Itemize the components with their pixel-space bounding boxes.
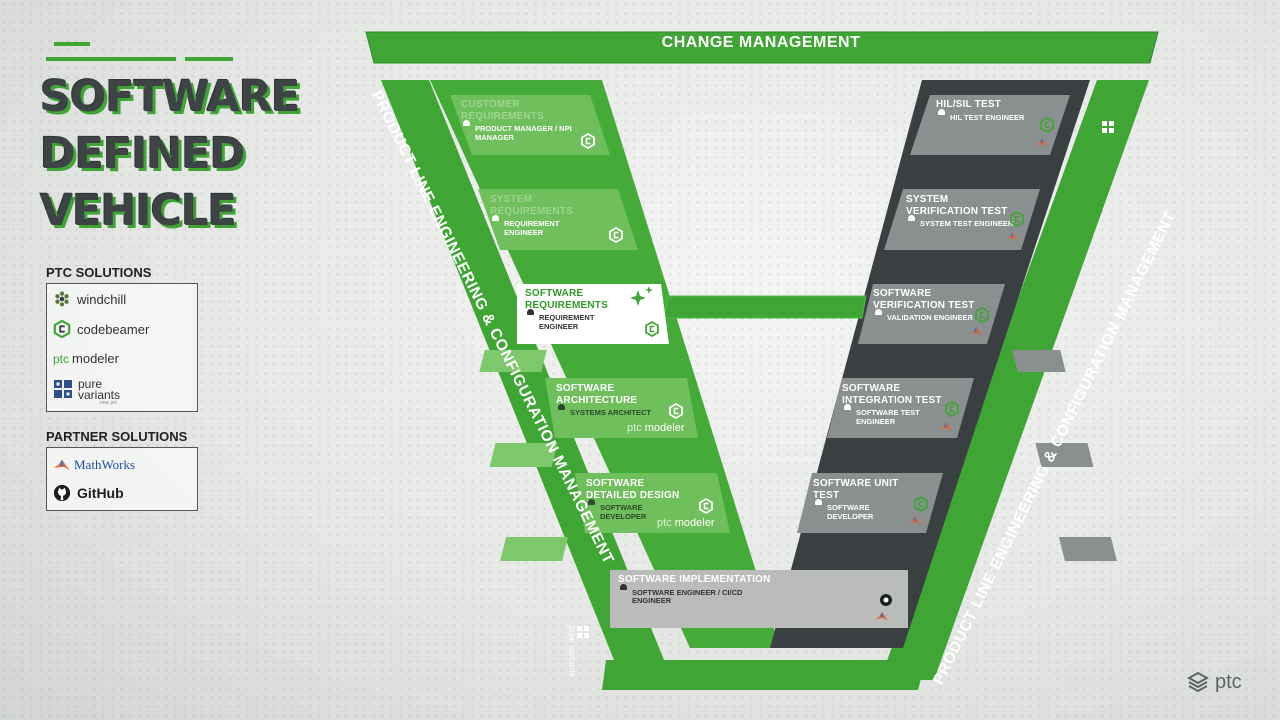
step-software-detailed-design: SOFTWARE DETAILED DESIGN SOFTWARE DEVELO… — [586, 478, 686, 521]
step-name: SOFTWARE UNIT TEST — [813, 478, 899, 501]
step-name: SOFTWARE ARCHITECTURE — [556, 383, 638, 406]
page-title-line-3: VEHICLE — [40, 186, 237, 236]
github-logo: GitHub — [53, 484, 124, 502]
step-role: SYSTEM TEST ENGINEER — [906, 215, 1016, 229]
step-software-implementation: SOFTWARE IMPLEMENTATION SOFTWARE ENGINEE… — [618, 574, 778, 606]
step-role: SOFTWARE ENGINEER / CI/CD ENGINEER — [618, 583, 778, 606]
step-name: SOFTWARE INTEGRATION TEST — [842, 383, 942, 406]
left-connector — [489, 443, 558, 467]
step-box-software-integration-test — [827, 378, 974, 438]
step-software-requirements: SOFTWARE REQUIREMENTS REQUIREMENT ENGINE… — [525, 288, 625, 331]
ptc-solutions-panel: windchill codebeamer ptc modeler pure va… — [46, 283, 198, 412]
page-title-line-2: DEFINED — [40, 129, 245, 179]
ptc-brand-label: ptc — [1215, 670, 1242, 693]
connector-bar — [663, 295, 867, 319]
step-box-system-verification-test — [884, 189, 1040, 250]
title-accent-line — [54, 42, 90, 46]
pure-label: pure — [78, 377, 103, 391]
step-name: CUSTOMER REQUIREMENTS — [461, 99, 544, 122]
right-connector — [1058, 537, 1117, 561]
pure-variants-icon — [54, 380, 72, 398]
mathworks-logo: MathWorks — [53, 456, 135, 474]
modeler-label: modeler — [72, 351, 119, 366]
step-box-hil-sil-test — [910, 95, 1070, 155]
step-software-verification-test: SOFTWARE VERIFICATION TEST VALIDATION EN… — [873, 288, 978, 323]
page-title-line-1: SOFTWARE — [40, 72, 300, 122]
step-software-architecture: SOFTWARE ARCHITECTURE SYSTEMS ARCHITECT — [556, 383, 656, 418]
step-name: SOFTWARE DETAILED DESIGN — [586, 478, 680, 501]
github-label: GitHub — [77, 485, 124, 501]
partner-solutions-panel: MathWorks GitHub — [46, 447, 198, 511]
step-role: HIL TEST ENGINEER — [936, 108, 1036, 123]
step-box-software-detailed-design — [575, 473, 730, 533]
now-ptc-tag: now ptc — [100, 399, 118, 406]
ptc-icon — [1186, 671, 1210, 693]
step-name: HIL/SIL TEST — [936, 99, 1001, 110]
ptc-modeler-tool-label: ptc modeler — [627, 422, 685, 434]
pure-variants-band-label: pure variants — [567, 625, 577, 678]
change-management-bar — [365, 31, 1159, 64]
step-box-software-implementation — [610, 570, 908, 628]
partner-solutions-heading: PARTNER SOLUTIONS — [46, 429, 188, 444]
variants-label: variants — [78, 387, 121, 402]
product-line-band-right — [880, 80, 1149, 680]
codebeamer-logo: codebeamer — [53, 320, 149, 338]
pure-variants-logo: pure variants now ptc — [53, 377, 121, 406]
step-role: SOFTWARE TEST ENGINEER — [842, 403, 947, 426]
step-box-system-requirements — [478, 189, 638, 250]
step-name: SYSTEM VERIFICATION TEST — [906, 194, 1008, 217]
left-connector — [500, 537, 569, 561]
step-role: SOFTWARE DEVELOPER — [813, 498, 913, 521]
step-software-unit-test: SOFTWARE UNIT TEST SOFTWARE DEVELOPER — [813, 478, 913, 521]
title-accent-line — [185, 57, 233, 61]
step-customer-requirements: CUSTOMER REQUIREMENTS PRODUCT MANAGER / … — [461, 99, 581, 142]
left-connector — [479, 350, 547, 372]
step-name: SOFTWARE REQUIREMENTS — [525, 288, 608, 311]
step-role: SYSTEMS ARCHITECT — [556, 404, 656, 418]
ptc-modeler-logo: ptc modeler — [53, 351, 119, 366]
mathworks-icon — [53, 459, 71, 471]
ptc-brand-logo: ptc — [1186, 670, 1242, 694]
windchill-logo: windchill — [53, 290, 126, 308]
ptc-modeler-tool-label: ptc modeler — [657, 517, 715, 529]
step-box-customer-requirements — [450, 95, 610, 155]
step-role: VALIDATION ENGINEER — [873, 309, 978, 323]
windchill-icon — [55, 291, 69, 307]
product-line-band-bottom — [602, 660, 926, 690]
ptc-solutions-heading: PTC SOLUTIONS — [46, 265, 152, 280]
step-hil-sil-test: HIL/SIL TEST HIL TEST ENGINEER — [936, 99, 1036, 122]
right-connector — [1035, 443, 1094, 467]
github-icon — [53, 484, 71, 502]
step-role: REQUIREMENT ENGINEER — [490, 214, 590, 237]
step-box-software-verification-test — [858, 284, 1005, 344]
step-name: SOFTWARE VERIFICATION TEST — [873, 288, 975, 311]
step-name: SOFTWARE IMPLEMENTATION — [618, 574, 771, 585]
mathworks-label: MathWorks — [74, 457, 136, 472]
step-system-verification-test: SYSTEM VERIFICATION TEST SYSTEM TEST ENG… — [906, 194, 1016, 229]
windchill-label: windchill — [77, 291, 127, 307]
codebeamer-label: codebeamer — [77, 321, 150, 337]
step-box-software-unit-test — [797, 473, 943, 533]
step-role: REQUIREMENT ENGINEER — [525, 308, 625, 331]
codebeamer-icon — [53, 320, 71, 338]
step-name: SYSTEM REQUIREMENTS — [490, 194, 573, 217]
step-software-integration-test: SOFTWARE INTEGRATION TEST SOFTWARE TEST … — [842, 383, 947, 426]
step-role: PRODUCT MANAGER / NPI MANAGER — [461, 119, 581, 142]
change-management-label: CHANGE MANAGEMENT — [661, 34, 861, 51]
title-accent-line — [46, 57, 176, 61]
ptc-prefix: ptc — [53, 351, 70, 366]
right-connector — [1012, 350, 1066, 372]
step-box-software-architecture — [545, 378, 698, 438]
step-system-requirements: SYSTEM REQUIREMENTS REQUIREMENT ENGINEER — [490, 194, 590, 237]
step-role: SOFTWARE DEVELOPER — [586, 498, 686, 521]
